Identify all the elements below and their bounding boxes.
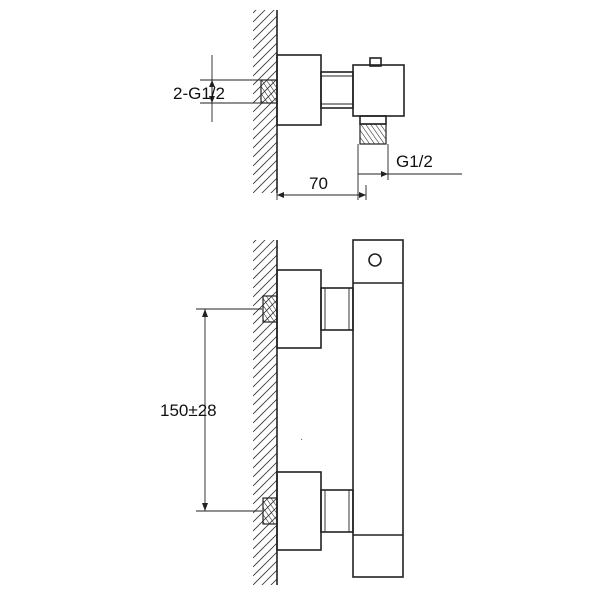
depth-dimension — [276, 185, 367, 200]
outlet-dimension — [357, 144, 462, 200]
top-view: 2-G1/2 G1/2 70 — [173, 0, 462, 220]
depth-label: 70 — [309, 174, 328, 193]
hatch-line — [253, 443, 277, 469]
hatch-line — [253, 159, 277, 185]
hatch-line — [253, 407, 277, 433]
hatch-line — [261, 177, 277, 193]
hatch-line — [253, 42, 277, 68]
hatch-line — [253, 353, 277, 379]
hatch-line — [253, 60, 277, 86]
lower-flange — [276, 471, 322, 551]
temperature-button — [368, 253, 382, 267]
hatch-line — [253, 470, 277, 496]
lower-nut — [320, 489, 354, 533]
hatch-line — [253, 245, 277, 271]
hatch-line — [253, 132, 277, 158]
hatch-line — [253, 588, 277, 600]
hatch-line — [253, 0, 277, 4]
hatch-line — [253, 434, 277, 460]
upper-inlet-thread — [262, 295, 278, 323]
hatch-line — [253, 15, 277, 41]
hatch-line — [253, 33, 277, 59]
spacing-dimension — [196, 308, 262, 512]
hatch-line — [253, 150, 277, 176]
hatch-line — [253, 240, 266, 253]
hatch-line — [253, 24, 277, 50]
hatch-line — [253, 196, 277, 220]
front-view: · 150±28 — [160, 210, 404, 600]
hatch-line — [253, 240, 257, 244]
outlet-thread — [359, 123, 387, 145]
hatch-line — [253, 51, 277, 77]
hatch-line — [253, 263, 277, 289]
spacing-label: 150±28 — [160, 401, 217, 420]
hatch-line — [253, 326, 277, 352]
hatch-line — [270, 578, 277, 585]
hatch-line — [253, 452, 277, 478]
hatch-line — [253, 123, 277, 149]
hatch-line — [253, 551, 277, 577]
inlet-dimension — [200, 55, 263, 122]
hatch-line — [253, 168, 277, 193]
hatch-line — [253, 398, 277, 424]
hatch-line — [253, 416, 277, 442]
hatch-line — [253, 380, 277, 406]
valve-body-front — [352, 239, 404, 578]
hatch-line — [253, 254, 277, 280]
hatch-line — [253, 389, 277, 415]
wall-hatching-front — [253, 210, 278, 600]
hatch-line — [253, 479, 277, 505]
hatch-line — [261, 569, 277, 585]
hatch-line — [253, 344, 277, 370]
hatch-line — [253, 560, 277, 585]
outlet-size-label: G1/2 — [396, 152, 433, 171]
hatch-line — [253, 272, 277, 298]
hatch-line — [253, 425, 277, 451]
upper-nut — [320, 287, 354, 331]
valve-body-top — [352, 64, 405, 117]
hatch-line — [253, 105, 277, 131]
hatch-line — [253, 461, 277, 487]
hatch-line — [253, 10, 275, 32]
outlet-collar — [359, 115, 387, 125]
hatch-line — [253, 371, 277, 397]
hatch-line — [253, 542, 277, 568]
hatch-line — [253, 533, 277, 559]
upper-flange — [276, 269, 322, 349]
knob-top — [369, 57, 382, 67]
inlet-size-label: 2-G1/2 — [173, 84, 225, 103]
eccentric-flange-top — [276, 54, 322, 126]
hatch-line — [253, 114, 277, 140]
hatch-line — [253, 210, 277, 234]
centre-mark: · — [300, 434, 303, 445]
connecting-nut-top — [320, 71, 354, 109]
hatch-line — [253, 240, 275, 262]
hatch-line — [253, 524, 277, 550]
hatch-line — [253, 335, 277, 361]
hatch-line — [270, 186, 277, 193]
hatch-line — [253, 141, 277, 167]
hatch-line — [253, 362, 277, 388]
lower-inlet-thread — [262, 497, 278, 525]
wall-hatching-top — [253, 0, 278, 220]
hatch-line — [253, 10, 266, 23]
hatch-line — [253, 281, 277, 307]
inlet-thread-top — [260, 79, 278, 104]
